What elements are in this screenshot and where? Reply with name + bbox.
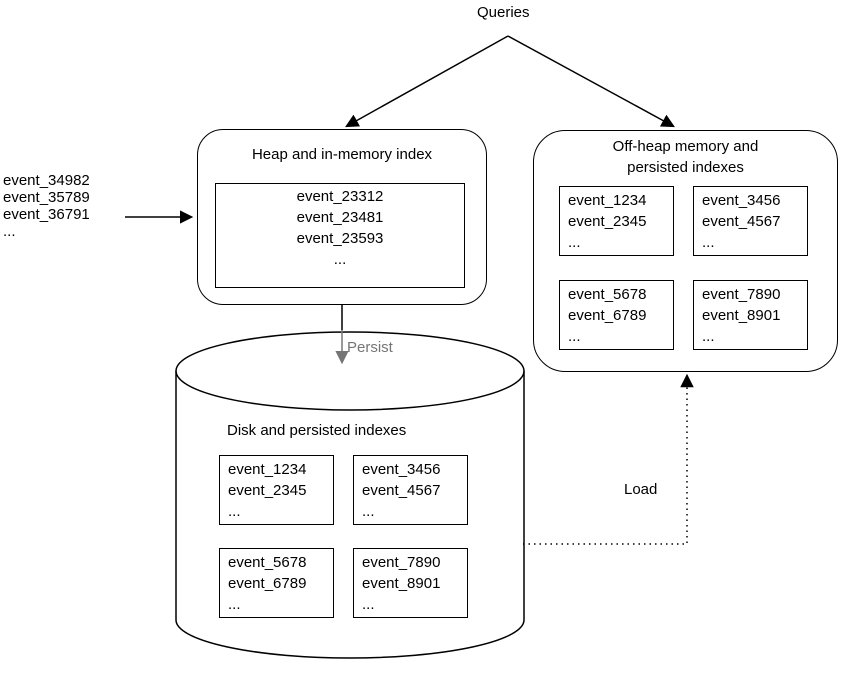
event-line: event_1234 [228,461,307,478]
offheap-title: Off-heap memory and persisted indexes [533,136,838,178]
disk-title: Disk and persisted indexes [227,422,407,439]
offheap-events-box-3: event_5678 event_6789 ... [559,280,674,350]
queries-to-offheap-arrow [507,35,675,128]
offheap-events-box-1: event_1234 event_2345 ... [559,186,674,256]
incoming-event-line: event_34982 [3,172,90,189]
offheap-events-box-2: event_3456 event_4567 ... [693,186,808,256]
offheap-title-line2: persisted indexes [627,159,744,176]
incoming-events-list: event_34982 event_35789 event_36791 ... [3,172,90,240]
load-arrow [523,373,694,545]
event-line: event_3456 [362,461,441,478]
event-line: event_4567 [702,213,781,230]
offheap-title-line1: Off-heap memory and [612,138,759,155]
heap-event-line: event_23593 [296,230,384,247]
event-line: event_3456 [702,192,781,209]
heap-events-box: event_23312 event_23481 event_23593 ... [215,183,465,288]
event-line: event_8901 [362,575,441,592]
incoming-event-line: ... [3,223,16,240]
persist-label: Persist [347,339,393,356]
event-line: ... [362,503,375,520]
event-line: event_1234 [568,192,647,209]
event-line: event_7890 [702,286,781,303]
disk-events-box-1: event_1234 event_2345 ... [219,455,334,525]
load-label: Load [624,481,658,498]
event-line: ... [228,503,241,520]
event-line: event_6789 [568,307,647,324]
event-line: event_5678 [228,554,307,571]
event-line: event_2345 [568,213,647,230]
offheap-events-box-4: event_7890 event_8901 ... [693,280,808,350]
heap-event-line: event_23312 [296,188,384,205]
event-line: ... [568,328,581,345]
disk-events-box-2: event_3456 event_4567 ... [353,455,468,525]
disk-events-box-4: event_7890 event_8901 ... [353,548,468,618]
event-line: event_8901 [702,307,781,324]
event-line: event_5678 [568,286,647,303]
event-line: ... [228,596,241,613]
disk-events-box-3: event_5678 event_6789 ... [219,548,334,618]
incoming-event-line: event_36791 [3,206,90,223]
event-line: event_4567 [362,482,441,499]
event-line: ... [702,328,715,345]
heap-event-line: ... [333,251,347,268]
queries-to-heap-arrow [345,35,509,128]
event-line: event_7890 [362,554,441,571]
event-line: ... [702,234,715,251]
queries-label: Queries [477,4,530,21]
incoming-event-line: event_35789 [3,189,90,206]
heap-title: Heap and in-memory index [251,146,433,163]
heap-event-line: event_23481 [296,209,384,226]
event-line: event_2345 [228,482,307,499]
event-line: event_6789 [228,575,307,592]
event-line: ... [362,596,375,613]
event-line: ... [568,234,581,251]
